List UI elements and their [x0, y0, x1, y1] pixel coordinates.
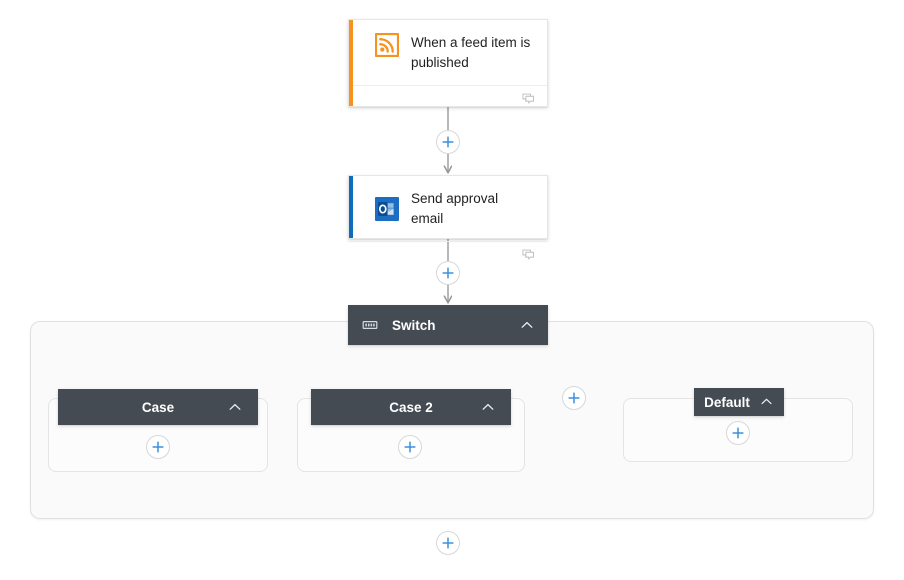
- add-step-after-switch-button[interactable]: [436, 531, 460, 555]
- default-case-label: Default: [704, 394, 750, 410]
- chevron-up-icon[interactable]: [481, 400, 495, 414]
- comments-icon[interactable]: [522, 92, 535, 105]
- add-step-after-email-button[interactable]: [436, 261, 460, 285]
- action-accent-bar: [349, 176, 353, 238]
- action-card-header: Send approval email: [349, 176, 547, 241]
- switch-header-label: Switch: [392, 317, 436, 333]
- chevron-up-icon[interactable]: [760, 395, 774, 409]
- default-case-header[interactable]: Default: [694, 388, 784, 416]
- trigger-card-header: When a feed item is published: [349, 20, 547, 85]
- rss-feed-icon: [374, 32, 400, 58]
- trigger-card-when-a-feed-item-is-published[interactable]: When a feed item is published: [348, 19, 548, 107]
- add-step-in-default-case-button[interactable]: [726, 421, 750, 445]
- trigger-card-footer: [349, 85, 547, 111]
- add-step-in-case-2-button[interactable]: [398, 435, 422, 459]
- case-1-label: Case: [141, 399, 175, 415]
- action-card-send-approval-email[interactable]: Send approval email: [348, 175, 548, 260]
- case-2-label: Case 2: [389, 399, 433, 415]
- switch-control-icon: [362, 317, 378, 333]
- chevron-up-icon[interactable]: [228, 400, 242, 414]
- add-case-button[interactable]: [562, 386, 586, 410]
- comments-icon[interactable]: [522, 248, 535, 261]
- switch-header[interactable]: Switch: [348, 305, 548, 345]
- case-2-header[interactable]: Case 2: [311, 389, 511, 425]
- action-card-title: Send approval email: [411, 191, 499, 226]
- add-step-after-trigger-button[interactable]: [436, 130, 460, 154]
- add-step-in-case-1-button[interactable]: [146, 435, 170, 459]
- outlook-icon: [375, 197, 399, 221]
- trigger-accent-bar: [349, 20, 353, 106]
- case-1-header[interactable]: Case: [58, 389, 258, 425]
- chevron-up-icon[interactable]: [520, 318, 534, 332]
- trigger-card-title: When a feed item is published: [411, 35, 531, 70]
